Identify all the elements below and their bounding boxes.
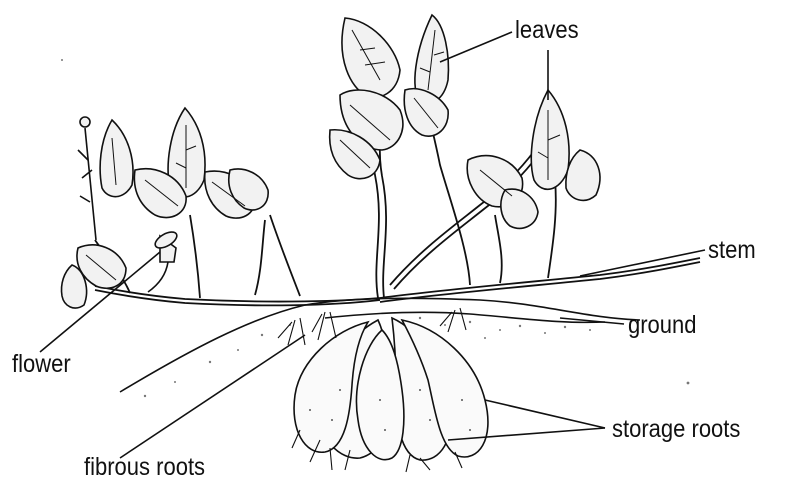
leaf [566,150,600,200]
leaves [61,15,599,308]
leaves-leader-line [440,32,512,62]
storage-roots-leader-line [485,400,605,428]
flower-label: flower [12,352,71,377]
fibrous-roots-label: fibrous roots [84,455,205,480]
leaf [501,189,538,228]
stem-label: stem [708,238,756,263]
leaf [342,18,400,97]
ground-label: ground [628,313,697,338]
leaves-label: leaves [515,18,579,43]
leaf [100,120,133,197]
storage-roots-label: storage roots [612,417,740,442]
leaf [531,90,569,189]
fibrous-roots-leader-line [120,335,305,458]
